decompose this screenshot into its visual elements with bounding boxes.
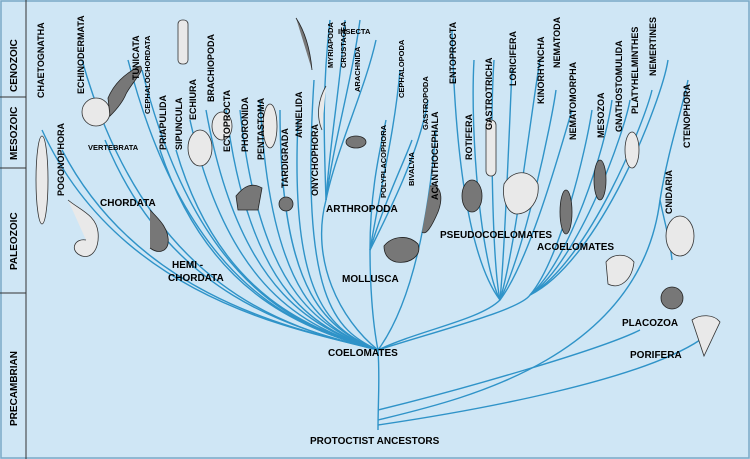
- acanthocephalan-illustration: [421, 185, 442, 234]
- label-echinodermata: ECHINODERMATA: [76, 15, 86, 94]
- branch-trunk: [377, 349, 380, 431]
- label-tunicata: TUNICATA: [131, 35, 141, 80]
- tardigrade-illustration: [278, 196, 294, 212]
- label-cnidaria: CNIDARIA: [664, 170, 674, 214]
- label-crustacea: CRUSTACEA: [339, 21, 348, 68]
- label-pseudocoelomates: PSEUDOCOELOMATES: [440, 230, 552, 241]
- label-porifera: PORIFERA: [630, 350, 682, 361]
- label-rotifera: ROTIFERA: [464, 114, 474, 160]
- label-pogonophora: POGONOPHORA: [56, 122, 66, 196]
- label-hemichordata-line2: CHORDATA: [168, 273, 224, 284]
- brachiopod-illustration: [211, 111, 233, 141]
- label-myriapoda: MYRIAPODA: [326, 22, 335, 68]
- group-labels: VERTEBRATA INSECTA CHORDATA HEMI - CHORD…: [88, 27, 682, 447]
- arrow-worm-illustration: [35, 135, 49, 225]
- snail-illustration: [383, 237, 420, 263]
- label-annelida: ANNELIDA: [294, 91, 304, 138]
- salamander-illustration: [107, 65, 142, 117]
- nematomorph-illustration: [559, 189, 573, 235]
- label-nematoda: NEMATODA: [552, 16, 562, 68]
- label-coelomates: COELOMATES: [328, 348, 398, 359]
- onychophoran-illustration: [318, 85, 327, 131]
- insect-illustration: [345, 135, 367, 149]
- label-priapulida: PRIAPULIDA: [158, 94, 168, 150]
- hemichordate-illustration: [149, 209, 169, 252]
- label-placozoa: PLACOZOA: [622, 318, 678, 329]
- label-phoronida: PHORONIDA: [240, 96, 250, 152]
- label-cephalochordata: CEPHALOCHORDATA: [143, 35, 152, 114]
- era-mesozoic: MESOZOIC: [9, 107, 20, 160]
- phylum-labels: CHAETOGNATHA ECHINODERMATA POGONOPHORA T…: [36, 15, 692, 214]
- era-column: CENOZOIC MESOZOIC PALEOZOIC PRECAMBRIAN: [0, 0, 27, 459]
- label-gnathostomulida: GNATHOSTOMULIDA: [614, 40, 624, 132]
- label-gastropoda: GASTROPODA: [421, 76, 430, 130]
- platyhelminth-illustration: [624, 131, 640, 169]
- label-bivalvia: BIVALVIA: [407, 152, 416, 186]
- label-insecta: INSECTA: [338, 27, 371, 36]
- pogonophoran-illustration: [67, 199, 99, 257]
- label-sipuncula: SIPUNCULA: [174, 97, 184, 150]
- sipunculan-illustration: [187, 129, 213, 167]
- label-loricifera: LORICIFERA: [508, 31, 518, 86]
- label-polyplacophora: POLYPLACOPHORA: [379, 124, 388, 198]
- label-hemichordata-line1: HEMI -: [172, 260, 203, 271]
- label-ectoprocta: ECTOPROCTA: [222, 89, 232, 152]
- pentastome-illustration: [262, 103, 278, 149]
- label-ctenophora: CTENOPHORA: [682, 83, 692, 148]
- label-mesozoa: MESOZOA: [596, 92, 606, 138]
- label-echiura: ECHIURA: [188, 78, 198, 120]
- sponge-illustration: [691, 315, 721, 358]
- label-tardigrada: TARDIGRADA: [280, 128, 290, 188]
- label-gastrotricha: GASTROTRICHA: [484, 57, 494, 130]
- placozoan-illustration: [660, 286, 684, 310]
- label-platyhelminthes: PLATYHELMINTHES: [630, 27, 640, 114]
- label-chordata: CHORDATA: [100, 198, 156, 209]
- gnathostomulid-illustration: [593, 159, 607, 201]
- label-onychophora: ONYCHOPHORA: [310, 123, 320, 196]
- label-vertebrata: VERTEBRATA: [88, 143, 139, 152]
- ctenophore-illustration: [665, 215, 695, 257]
- label-acoelomates: ACOELOMATES: [537, 242, 614, 253]
- label-nemertines: NEMERTINES: [648, 17, 658, 76]
- label-chaetognatha: CHAETOGNATHA: [36, 22, 46, 98]
- label-cephalopoda: CEPHALOPODA: [397, 39, 406, 98]
- organism-illustrations: [35, 17, 721, 358]
- label-mollusca: MOLLUSCA: [342, 274, 399, 285]
- rotifer-illustration: [461, 179, 483, 213]
- tree-branches: [41, 19, 701, 431]
- label-nematomorpha: NEMATOMORPHA: [568, 61, 578, 140]
- label-acanthocephala: ACANTHOCEPHALA: [430, 111, 440, 200]
- jellyfish-illustration: [605, 254, 635, 287]
- label-entoprocta: ENTOPROCTA: [448, 21, 458, 84]
- label-arthropoda: ARTHROPODA: [326, 204, 398, 215]
- era-paleozoic: PALEOZOIC: [9, 212, 20, 270]
- echiuran-illustration: [177, 19, 189, 65]
- millipede-illustration: [295, 17, 313, 71]
- gastrotrich-illustration: [485, 119, 497, 177]
- era-precambrian: PRECAMBRIAN: [9, 351, 20, 426]
- label-pentastoma: PENTASTOMA: [256, 97, 266, 160]
- label-protoctist-ancestors: PROTOCTIST ANCESTORS: [310, 436, 440, 447]
- phoronid-illustration: [235, 184, 263, 211]
- label-brachiopoda: BRACHIOPODA: [206, 33, 216, 102]
- label-arachnida: ARACHNIDA: [353, 46, 362, 92]
- era-cenozoic: CENOZOIC: [9, 39, 20, 92]
- loriciferan-illustration: [503, 172, 539, 215]
- starfish-illustration: [81, 97, 111, 127]
- label-kinorhyncha: KINORHYNCHA: [536, 36, 546, 104]
